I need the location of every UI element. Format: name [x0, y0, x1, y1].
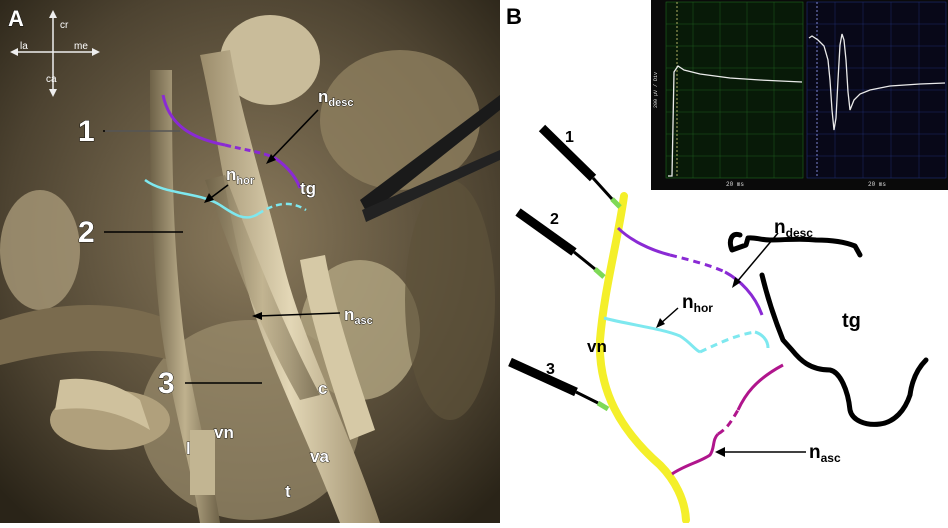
schematic-drawing: B [506, 0, 948, 524]
ventral-nerve-trace [595, 192, 690, 524]
dissection-photo: cr ca la me A 1 2 3 ndesc nhor nasc tg c… [0, 0, 500, 523]
panel-b-schematic: B [500, 0, 948, 524]
vn-label-b: vn [587, 337, 607, 356]
panel-a-letter: A [8, 6, 24, 31]
n-hor-trace [603, 316, 770, 354]
n-asc-label-a: nasc [344, 305, 373, 327]
n-hor-label-b: nhor [682, 292, 713, 315]
electrode-1 [538, 124, 622, 209]
orientation-up-label: cr [60, 20, 69, 31]
scope-y-scale: 200 µV / Div [653, 72, 659, 108]
scope-trace-right [808, 33, 946, 131]
n-desc-trace [616, 226, 764, 316]
electrode-3-label-a: 3 [158, 367, 175, 400]
tg-label-b: tg [842, 310, 861, 332]
electrode-1-label-b: 1 [565, 129, 574, 146]
electrode-2-label-b: 2 [550, 211, 559, 228]
scope-trace-left [668, 65, 803, 177]
scope-x-scale-left: 20 ms [726, 181, 744, 188]
electrode-3 [508, 357, 610, 412]
orientation-down-label: ca [46, 74, 57, 85]
n-asc-trace [671, 363, 784, 476]
orientation-compass: cr ca la me [10, 10, 100, 97]
tg-label-a: tg [300, 179, 316, 198]
orientation-right-label: me [74, 41, 88, 52]
tg-outline [727, 231, 929, 427]
l-label-a: l [186, 439, 191, 458]
electrode-3-label-b: 3 [546, 361, 555, 378]
panel-b-letter: B [506, 4, 522, 29]
n-desc-label-b: ndesc [774, 217, 813, 240]
electrode-1-label-a: 1 [78, 115, 95, 148]
panel-a-photo: cr ca la me A 1 2 3 ndesc nhor nasc tg c… [0, 0, 500, 523]
t-label-a: t [285, 482, 291, 501]
scope-x-scale-right: 20 ms [868, 181, 886, 188]
n-asc-label-b: nasc [809, 442, 841, 465]
oscilloscope-inset: 200 µV / Div 20 ms 20 ms [651, 0, 948, 190]
electrode-2-label-a: 2 [78, 216, 95, 249]
n-desc-label-a: ndesc [318, 87, 353, 109]
n-hor-label-a: nhor [226, 165, 255, 187]
va-label-a: va [310, 447, 329, 466]
orientation-left-label: la [20, 41, 28, 52]
electrode-2 [515, 208, 606, 279]
vn-label-a: vn [214, 423, 234, 442]
c-label-a: c [318, 379, 327, 398]
